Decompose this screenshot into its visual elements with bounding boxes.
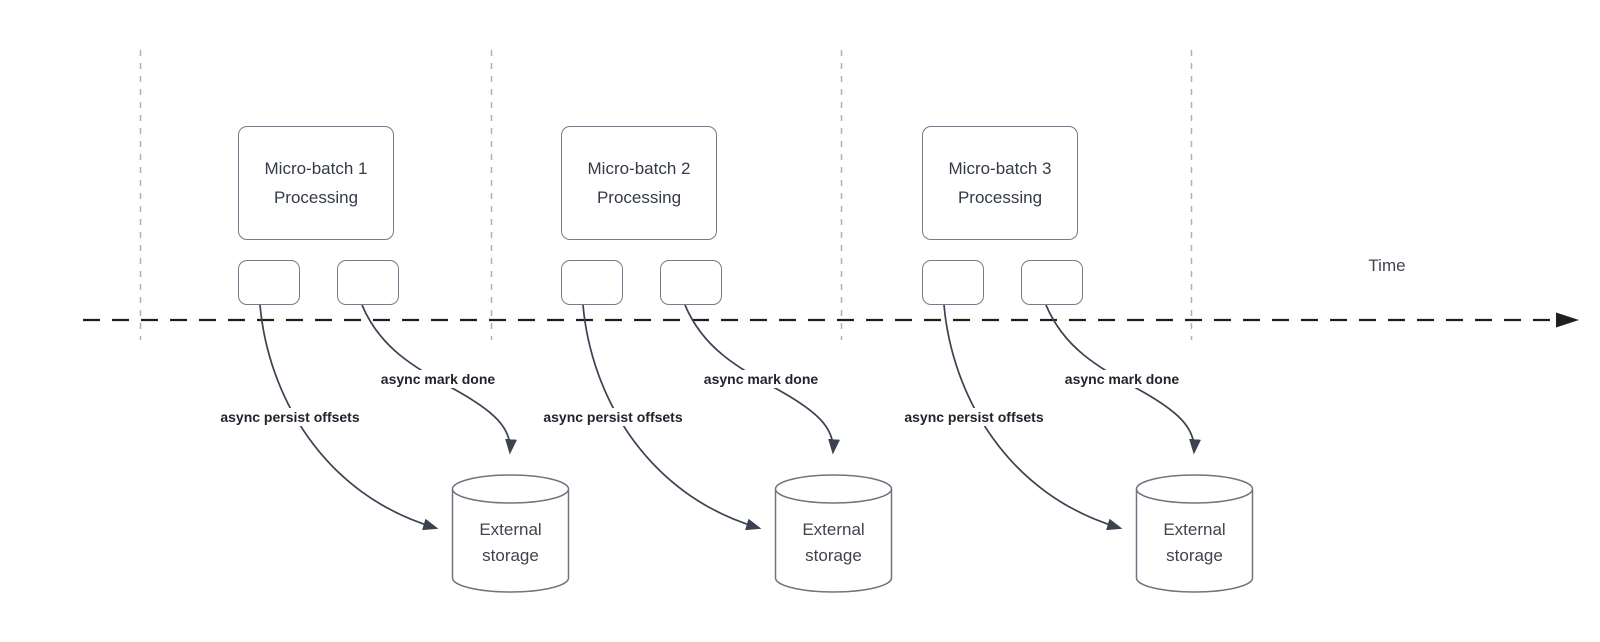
storage-cylinder-top	[451, 474, 570, 504]
persist-offsets-arrow-label: async persist offsets	[880, 408, 1068, 426]
mark-done-arrow-label: async mark done	[365, 370, 511, 388]
persist-offsets-arrow-label: async persist offsets	[519, 408, 707, 426]
persist-offsets-arrow	[582, 304, 762, 531]
persist-offsets-arrow-label: async persist offsets	[196, 408, 384, 426]
commit-task-box	[337, 260, 399, 305]
micro-batch-2-processing-box: Micro-batch 2 Processing	[561, 126, 717, 240]
external-storage-label: External storage	[1163, 520, 1226, 565]
time-axis-arrowhead-icon	[1556, 312, 1579, 328]
mark-done-arrow-label: async mark done	[1049, 370, 1195, 388]
storage-cylinder-top	[774, 474, 893, 504]
offset-task-box	[922, 260, 984, 305]
batch-3-lines	[943, 304, 1254, 593]
time-axis-label: Time	[1368, 256, 1406, 275]
persist-offsets-arrow	[259, 304, 439, 531]
batch-1-lines	[259, 304, 570, 593]
micro-batch-group-2: Micro-batch 2 Processing async persist o…	[519, 0, 981, 642]
micro-batch-group-1: Micro-batch 1 Processing async persist o…	[196, 0, 658, 642]
storage-cylinder-top	[1135, 474, 1254, 504]
storage-cylinder-body	[1135, 489, 1254, 593]
offset-task-box	[238, 260, 300, 305]
storage-cylinder-body	[451, 489, 570, 593]
commit-task-box	[1021, 260, 1083, 305]
offset-task-box	[561, 260, 623, 305]
commit-task-box	[660, 260, 722, 305]
external-storage-label: External storage	[802, 520, 865, 565]
persist-offsets-arrow	[943, 304, 1123, 531]
micro-batch-group-3: Micro-batch 3 Processing async persist o…	[880, 0, 1342, 642]
micro-batch-1-processing-box: Micro-batch 1 Processing	[238, 126, 394, 240]
storage-cylinder-body	[774, 489, 893, 593]
mark-done-arrow-label: async mark done	[688, 370, 834, 388]
external-storage-label: External storage	[479, 520, 542, 565]
micro-batch-3-processing-box: Micro-batch 3 Processing	[922, 126, 1078, 240]
